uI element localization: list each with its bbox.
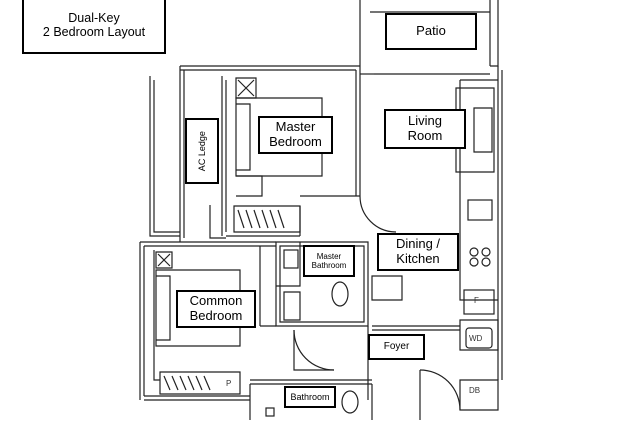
- common-right-wall: [259, 246, 276, 327]
- label-bathroom-text: Bathroom: [290, 391, 330, 402]
- label-dining-line1: Dining /: [395, 236, 441, 252]
- common-bed: [155, 269, 241, 347]
- label-bathroom: Bathroom: [284, 386, 336, 408]
- washer-box: [459, 319, 499, 351]
- master-bed: [235, 97, 323, 177]
- fixture-washer-dryer: WD: [469, 334, 483, 343]
- bathroom-toilet: [341, 390, 359, 414]
- label-patio-text: Patio: [416, 23, 446, 39]
- master-door-swing: [359, 195, 397, 233]
- common-door-swing: [293, 329, 335, 371]
- fixture-db: DB: [469, 386, 481, 395]
- common-left-wall: [139, 242, 145, 400]
- label-living-line2: Room: [407, 128, 443, 143]
- label-living-room: Living Room: [384, 109, 466, 149]
- washer: [465, 327, 493, 349]
- plan-title-line1: Dual-Key: [68, 10, 120, 25]
- master-basin: [283, 249, 299, 269]
- label-master-line2: Bedroom: [269, 134, 322, 149]
- main-door-swing: [419, 369, 461, 411]
- label-foyer-text: Foyer: [383, 341, 410, 353]
- bathroom-top-wall: [250, 379, 372, 385]
- hob-burner-1: [469, 247, 479, 257]
- label-ac-ledge-text: AC Ledge: [196, 130, 207, 172]
- common-bottom-wall: [144, 395, 250, 401]
- label-living-line1: Living: [408, 113, 442, 129]
- label-master-bathroom: Master Bathroom: [303, 245, 355, 277]
- master-left-wall: [179, 66, 185, 242]
- label-dining-line2: Kitchen: [396, 251, 440, 266]
- label-foyer: Foyer: [368, 334, 425, 360]
- master-right-wall: [355, 70, 361, 196]
- dining-table: [371, 275, 403, 301]
- label-common-line1: Common: [189, 293, 243, 309]
- label-ac-ledge: AC Ledge: [185, 118, 219, 184]
- kitchen-sink: [467, 199, 493, 221]
- label-master-line1: Master: [275, 119, 316, 135]
- label-common-line2: Bedroom: [189, 308, 243, 323]
- label-master-bedroom: Master Bedroom: [258, 116, 333, 154]
- fixture-fridge: F: [474, 296, 479, 305]
- master-wardrobe: [233, 205, 301, 233]
- plan-title: Dual-Key 2 Bedroom Layout: [22, 0, 166, 54]
- fixture-pantry: P: [226, 379, 232, 388]
- bathroom-side-walls: [249, 384, 373, 420]
- left-ledge: [149, 76, 180, 237]
- common-top-wall: [140, 241, 276, 247]
- label-patio: Patio: [385, 13, 477, 50]
- master-bottom-wall: [226, 195, 360, 237]
- label-common-bedroom: Common Bedroom: [176, 290, 256, 328]
- top-wall: [180, 65, 360, 71]
- patio-walls: [359, 0, 499, 74]
- foyer-top-wall: [372, 325, 460, 331]
- label-dining-kitchen: Dining / Kitchen: [377, 233, 459, 271]
- common-wardrobe: [159, 371, 241, 395]
- plan-title-line2: 2 Bedroom Layout: [42, 25, 146, 39]
- kitchen-counter: [459, 79, 498, 301]
- db-box: [459, 379, 499, 411]
- master-toilet: [331, 281, 349, 307]
- label-master-bath-line1: Master: [316, 251, 342, 261]
- fridge-box: [463, 289, 495, 315]
- label-master-bath-line2: Bathroom: [311, 261, 347, 270]
- ac-ledge-walls: [221, 76, 227, 236]
